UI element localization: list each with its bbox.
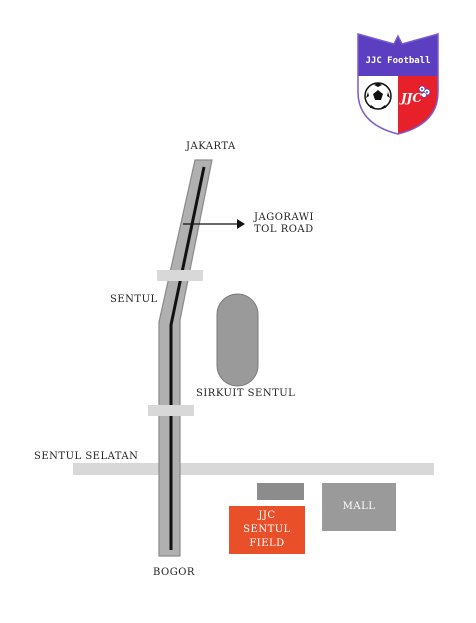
toll-road: [158, 159, 213, 557]
toll-road-arrow-head: [237, 219, 245, 229]
mall-label-text: MALL: [342, 501, 376, 512]
logo-title: JJC Football: [365, 56, 431, 66]
field-label: JJC SENTUL FIELD: [229, 506, 305, 554]
jjc-sentul-field: [229, 506, 305, 554]
toll-road-centerline: [169, 166, 206, 550]
logo-monogram: JJC: [401, 91, 422, 105]
label-sirkuit-sentul: SIRKUIT SENTUL: [196, 388, 296, 399]
building: [257, 483, 304, 500]
label-sentul: SENTUL: [110, 294, 158, 305]
label-sentul-selatan: SENTUL SELATAN: [34, 451, 139, 462]
label-jakarta: JAKARTA: [186, 141, 236, 152]
circuit-sentul: [216, 293, 259, 387]
mall-label: MALL: [322, 483, 396, 531]
field-label-line3: FIELD: [249, 538, 285, 549]
label-bogor: BOGOR: [153, 567, 195, 578]
label-tollroad-line2: TOL ROAD: [254, 224, 314, 235]
jjc-football-logo: [357, 33, 439, 135]
overpass-north: [157, 270, 203, 281]
mall: [322, 483, 396, 531]
field-label-line2: SENTUL: [243, 524, 291, 535]
flower-icon: [418, 85, 431, 98]
overpass-south: [148, 405, 194, 416]
road-sentul-selatan: [73, 463, 434, 475]
label-tollroad-line1: JAGORAWI: [254, 212, 314, 223]
soccer-ball-icon: [364, 82, 392, 110]
field-label-line1: JJC: [258, 510, 276, 521]
